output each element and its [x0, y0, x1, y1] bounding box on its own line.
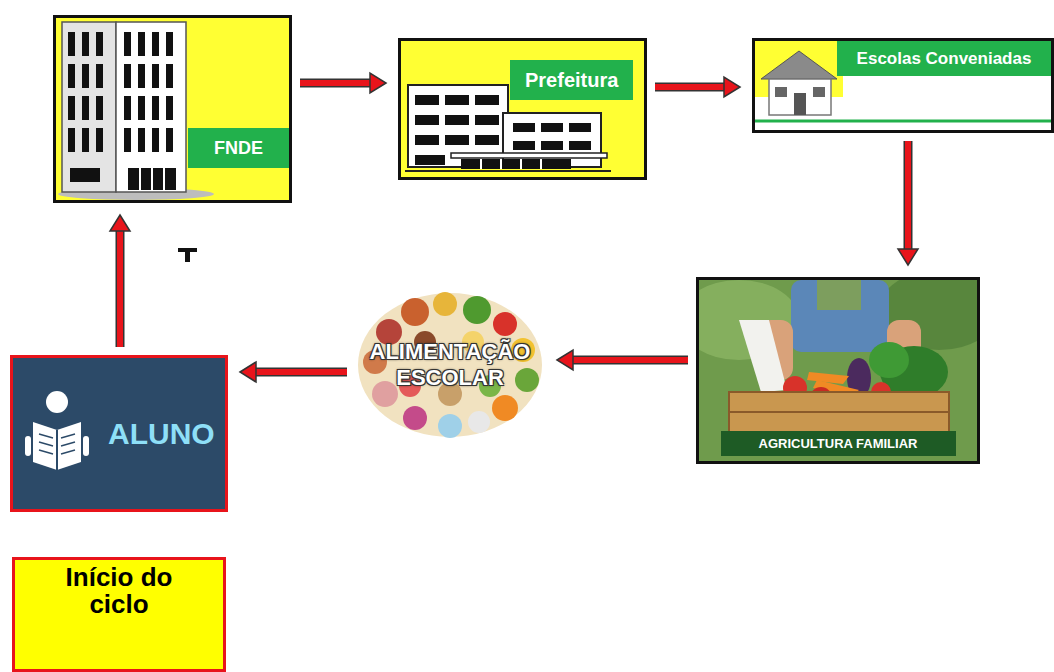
arrow-head [240, 362, 256, 382]
arrow-outline [655, 83, 725, 92]
arrow-outline [300, 79, 371, 88]
prefeitura-box: Prefeitura [398, 38, 647, 180]
arrow-shaft [572, 357, 688, 363]
flow-arrow [655, 77, 740, 97]
arrow-outline [255, 368, 347, 377]
alimentacao-circle: ALIMENTAÇÃO ESCOLAR [355, 290, 545, 440]
arrow-head [724, 77, 740, 97]
flow-arrow [300, 73, 386, 93]
arrow-head [110, 215, 130, 231]
node-label: ALIMENTAÇÃO ESCOLAR [363, 339, 538, 392]
escolas-box: Escolas Conveniadas [752, 38, 1054, 133]
arrow-shaft [300, 80, 371, 86]
arrow-outline [904, 141, 913, 250]
arrow-outline [572, 356, 688, 365]
node-label: AGRICULTURA FAMILIAR [721, 431, 956, 456]
flow-arrow [240, 362, 347, 382]
aluno-box: ALUNO [10, 355, 228, 512]
arrow-head [898, 249, 918, 265]
agricultura-photo: AGRICULTURA FAMILIAR [696, 277, 980, 464]
node-label: Escolas Conveniadas [837, 41, 1051, 76]
node-label: ALUNO [108, 417, 215, 451]
flow-arrow [898, 141, 918, 265]
node-label: Início do ciclo [44, 564, 194, 619]
flow-arrow [557, 350, 688, 370]
arrow-shaft [255, 369, 347, 375]
fnde-box: FNDE [53, 15, 292, 203]
inicio-ciclo-box: Início do ciclo [12, 557, 226, 672]
arrow-shaft [117, 230, 123, 347]
arrow-shaft [655, 84, 725, 90]
plus-symbol [178, 248, 197, 262]
building-illustration [56, 18, 289, 200]
node-label: Prefeitura [510, 60, 633, 100]
node-label: FNDE [188, 128, 289, 168]
arrow-outline [116, 230, 125, 347]
arrow-head [370, 73, 386, 93]
arrow-shaft [905, 141, 911, 250]
flow-arrow [110, 215, 130, 347]
arrow-head [557, 350, 573, 370]
